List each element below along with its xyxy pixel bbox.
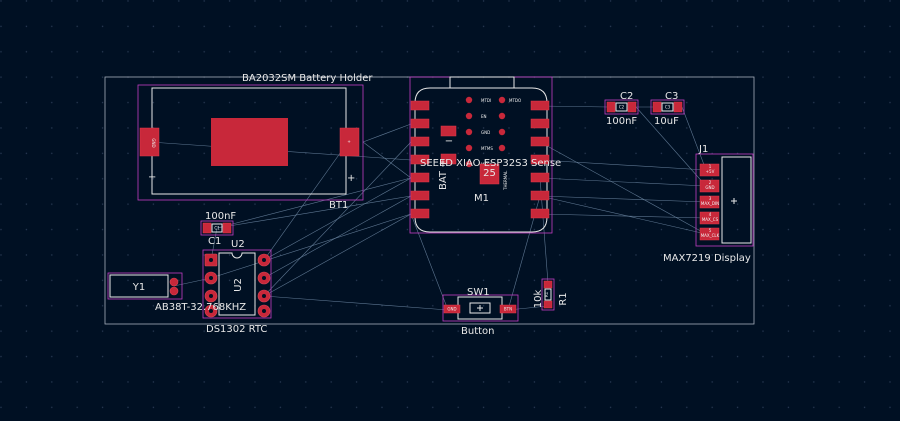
esp32-module-m1[interactable]: MTDI EN GND MTMS MTCK D+ MTDO − BAT + 25… [409, 76, 561, 234]
esp32-center-pads [465, 96, 506, 168]
u2-value-label: DS1302 RTC [206, 324, 267, 335]
capacitor-c1[interactable]: C1 100nF C1 [200, 211, 236, 247]
j1-pin1-label: +5V [706, 169, 715, 174]
esp32-thermal-label: THERMAL [503, 170, 508, 191]
battery-minus-sign: − [148, 172, 156, 183]
sw1-value-label: Button [461, 326, 495, 337]
j1-ref-label: J1 [698, 144, 708, 155]
j1-pin5-label: MAX_CLK [701, 233, 720, 238]
j1-pin4-number: 4 [709, 212, 712, 217]
esp32-label-en: EN [481, 114, 487, 119]
battery-pad-plus[interactable] [339, 127, 360, 157]
esp32-label-gnd: GND [481, 130, 490, 135]
battery-plus-sign: + [347, 173, 355, 184]
j1-pin5-number: 5 [709, 228, 712, 233]
battery-pad-gnd[interactable] [139, 127, 160, 157]
j1-pin2-label: GND [705, 185, 714, 190]
battery-pad-gnd-label: GND [151, 138, 156, 147]
rtc-chip-u2[interactable]: U2 U2 DS1302 RTC [202, 239, 272, 335]
r1-ref-label: R1 [558, 292, 569, 305]
battery-ref-label: BT1 [329, 200, 348, 211]
c1-pad-label: C1 [214, 226, 220, 231]
crystal-y1[interactable]: Y1 AB38T-32.768KHZ [107, 272, 246, 313]
c3-ref-label: C3 [665, 91, 678, 102]
esp32-value-label: SEEED XIAO ESP32S3 Sense [420, 158, 561, 169]
j1-pin3-number: 3 [709, 196, 712, 201]
esp32-bat-minus-pad[interactable] [440, 125, 457, 137]
esp32-label-mtdi: MTDI [481, 98, 491, 103]
u2-body-label: U2 [233, 278, 244, 292]
sw1-pad-gnd-label: GND [447, 307, 456, 312]
esp32-thermal-pad[interactable] [479, 163, 500, 185]
u2-pins [204, 253, 271, 318]
capacitor-c3[interactable]: C3 C3 10uF [650, 91, 685, 127]
sw1-ref-label: SW1 [467, 287, 490, 298]
battery-center-pad [211, 118, 288, 166]
j1-pads [699, 163, 720, 241]
c3-value-label: 10uF [654, 116, 679, 127]
sw1-pad-btn-label: BTN [504, 307, 512, 312]
j1-pin4-label: MAX_CS [702, 217, 719, 222]
u2-ref-label: U2 [231, 239, 245, 250]
esp32-minus-sign: − [445, 136, 453, 147]
j1-pin3-label: MAX_DIN [701, 201, 719, 206]
resistor-r1[interactable]: R1 10k R1 [533, 278, 569, 311]
esp32-ref-label: M1 [474, 193, 489, 204]
button-sw1[interactable]: GND BTN SW1 Button [442, 287, 519, 337]
esp32-left-pads [410, 100, 430, 219]
esp32-thermal-pad-number: 25 [483, 168, 496, 179]
r1-pad-label: R1 [544, 291, 549, 297]
esp32-label-mtms: MTMS [481, 146, 493, 151]
j1-pin1-number: 1 [709, 164, 712, 169]
esp32-bat-plus-pad[interactable] [440, 153, 457, 165]
battery-holder-bt1[interactable]: GND + − + BA2032SM Battery Holder BT1 [137, 73, 373, 211]
c2-value-label: 100nF [606, 116, 637, 127]
connector-j1[interactable]: 1 +5V 2 GND 3 MAX_DIN 4 MAX_CS 5 MAX_CLK… [663, 144, 754, 264]
r1-value-label: 10k [533, 290, 544, 309]
ratsnest [149, 105, 707, 311]
j1-pin2-number: 2 [709, 180, 712, 185]
esp32-bat-label: BAT + [438, 159, 449, 190]
y1-value-label: AB38T-32.768KHZ [155, 302, 246, 313]
c1-value-label: 100nF [205, 211, 236, 222]
c2-pad-label: C2 [619, 105, 625, 110]
sw1-pad-btn[interactable] [499, 304, 517, 314]
battery-pad-plus-label: + [347, 139, 350, 144]
battery-value-label: BA2032SM Battery Holder [242, 73, 373, 84]
c1-ref-label: C1 [208, 236, 221, 247]
esp32-label-mtdo: MTDO [509, 98, 521, 103]
sw1-pad-gnd[interactable] [443, 304, 461, 314]
c2-ref-label: C2 [620, 91, 633, 102]
esp32-right-pads [530, 100, 550, 219]
c3-pad-label: C3 [665, 105, 671, 110]
capacitor-c2[interactable]: C2 C2 100nF [604, 91, 639, 127]
y1-ref-label: Y1 [132, 282, 145, 293]
j1-value-label: MAX7219 Display [663, 253, 751, 264]
